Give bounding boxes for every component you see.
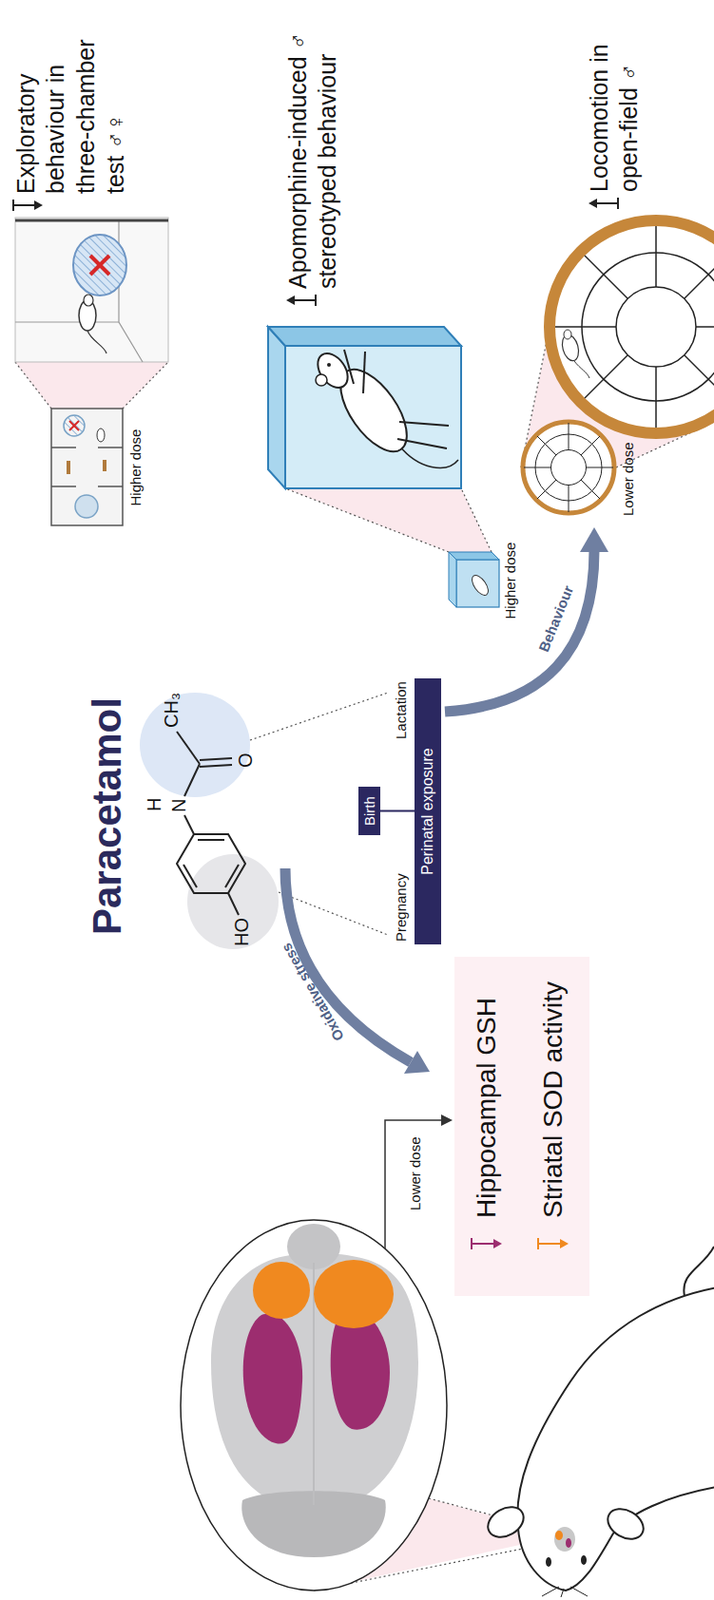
structure-label: CH₃ (159, 693, 183, 729)
node-text: Hippocampal GSH (471, 982, 502, 1219)
result-text: Exploratory behaviour in three-chamber t… (11, 13, 131, 194)
dose-label: Higher dose (127, 429, 145, 507)
node-text: Striatal SOD activity (538, 982, 569, 1219)
structure-label: H (142, 798, 166, 812)
dose-label: Higher dose (501, 542, 520, 620)
event-box: Birth (358, 787, 381, 836)
dose-label: Lower dose (619, 442, 637, 517)
period-label: Pregnancy (392, 873, 410, 943)
structure-label: N (167, 799, 191, 813)
decrease-arrows (454, 1220, 590, 1297)
connector-line (380, 810, 415, 813)
dose-label: Lower dose (406, 1137, 425, 1212)
decrease-arrow (559, 1239, 569, 1250)
node-text: Perinatal exposure (419, 748, 437, 875)
result-text: Apomorphine-induced ♂ stereotyped behavi… (283, 18, 344, 290)
structure-label: O (233, 752, 257, 769)
timeline-band: Perinatal exposure (414, 678, 442, 946)
title: Paracetamol (83, 697, 132, 936)
node-text: Birth (361, 796, 378, 827)
result-text: Locomotion in open-field ♂ (584, 20, 645, 193)
arrow-label: Oxidative stress (277, 940, 348, 1044)
connector (380, 810, 415, 812)
decrease-arrow (538, 1243, 562, 1246)
period-label: Lactation (392, 681, 410, 740)
decrease-arrow (493, 1239, 502, 1250)
structure-label: HO (230, 918, 253, 947)
decrease-arrow (471, 1243, 496, 1246)
result-box: Hippocampal GSH Striatal SOD activity (454, 957, 590, 1297)
